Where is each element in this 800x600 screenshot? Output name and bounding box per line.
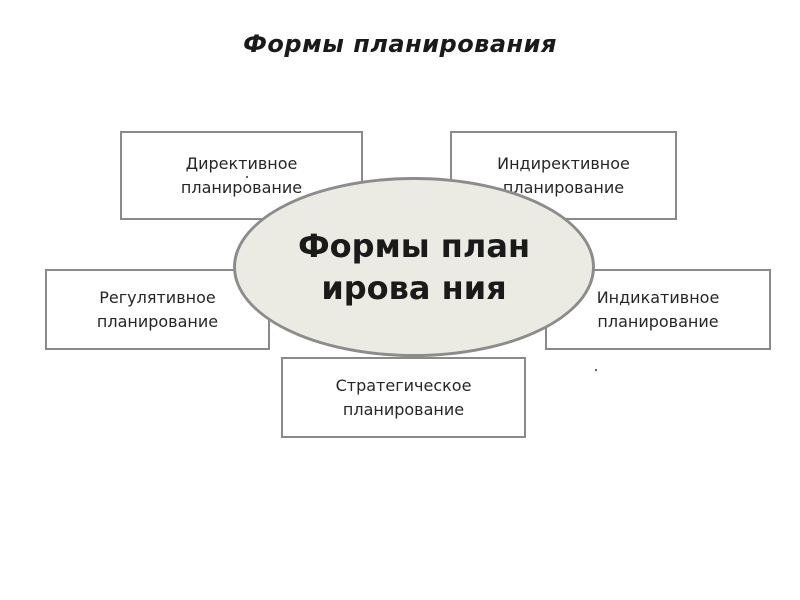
stray-dot (246, 176, 248, 178)
stray-dot (595, 369, 597, 371)
box-indicative-label: Индикативное планирование (596, 287, 720, 331)
center-ellipse: Формы планирова ния (233, 177, 595, 357)
box-directive-label: Директивное планирование (180, 153, 303, 197)
box-strategic-planning: Стратегическое планирование (281, 357, 526, 438)
box-directive-planning: Директивное планирование (120, 131, 363, 220)
box-regulative-planning: Регулятивное планирование (45, 269, 270, 350)
center-ellipse-label: Формы планирова ния (297, 227, 531, 307)
box-strategic-label: Стратегическое планирование (335, 375, 472, 419)
box-indirective-label: Индирективное планирование (497, 153, 630, 197)
box-regulative-label: Регулятивное планирование (96, 287, 219, 331)
slide-title: Формы планирования (243, 30, 557, 58)
